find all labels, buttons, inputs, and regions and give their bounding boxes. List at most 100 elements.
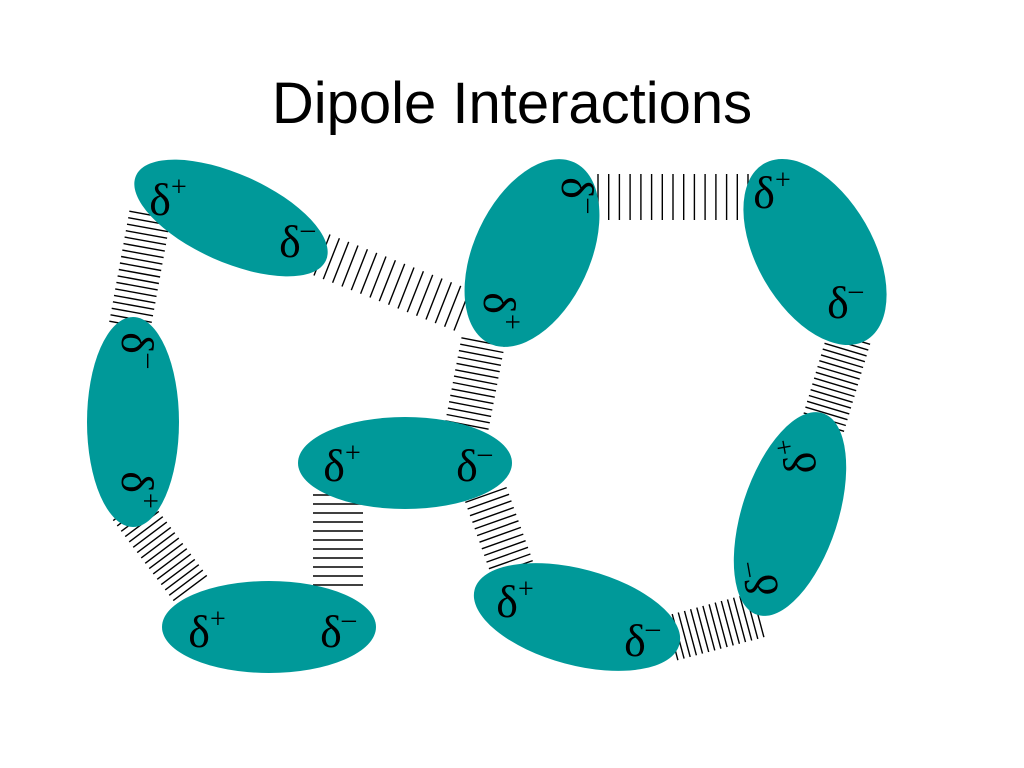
- bond-line: [168, 569, 204, 596]
- bond-top-left-to-left: [109, 210, 171, 330]
- bond-top-left-to-top-center: [313, 234, 471, 331]
- bond-line: [732, 597, 747, 643]
- bond-line: [122, 249, 164, 259]
- bond-line: [458, 349, 503, 360]
- bond-top-right-to-right: [801, 331, 871, 432]
- bond-line: [118, 268, 161, 278]
- partial-charge-label: δ–: [624, 613, 661, 665]
- bond-line: [456, 362, 500, 373]
- bond-line: [378, 259, 397, 302]
- bond-line: [397, 267, 415, 309]
- partial-charge-label: δ+: [188, 604, 225, 656]
- bond-center-to-bottom-left: [313, 494, 363, 586]
- bond-line: [132, 521, 168, 548]
- bond-line: [474, 513, 517, 530]
- bond-line: [123, 242, 165, 252]
- bond-line: [111, 307, 154, 317]
- bond-line: [160, 558, 196, 586]
- bond-line: [452, 381, 497, 392]
- bond-line: [806, 400, 850, 415]
- bond-line: [467, 493, 510, 510]
- bond-line: [116, 281, 158, 291]
- bond-line: [115, 288, 157, 298]
- bond-line: [460, 343, 504, 354]
- bond-line: [812, 383, 855, 398]
- bond-line: [820, 354, 864, 369]
- molecule-ellipse: [162, 581, 376, 673]
- molecule-center: δ+ δ–: [298, 417, 512, 509]
- partial-charge-label: δ+: [496, 574, 533, 626]
- bond-line: [469, 500, 512, 517]
- bond-top-center-to-top-right: [597, 174, 749, 220]
- bond-line: [172, 574, 208, 602]
- bond-line: [415, 274, 434, 317]
- bond-line: [465, 486, 507, 504]
- bond-line: [450, 394, 494, 405]
- bond-line: [805, 406, 848, 421]
- bond-line: [387, 263, 406, 306]
- bond-line: [113, 294, 156, 304]
- molecule-right: δ+δ–: [731, 412, 847, 616]
- bond-line: [696, 607, 710, 653]
- partial-charge-label: δ+: [753, 165, 790, 217]
- bond-line: [341, 245, 359, 287]
- bond-line: [457, 356, 502, 366]
- bond-line: [359, 252, 378, 295]
- bond-line: [117, 275, 160, 285]
- bond-line: [124, 236, 167, 246]
- partial-charge-label: δ–: [552, 177, 604, 214]
- bond-line: [119, 262, 162, 272]
- bond-line: [322, 237, 341, 280]
- bond-line: [702, 605, 716, 651]
- bond-center-to-bottom-center: [465, 486, 533, 577]
- bond-line: [689, 609, 704, 654]
- molecule-ellipse: [134, 159, 328, 277]
- bond-line: [406, 270, 425, 313]
- molecule-bottom-left: δ+ δ–: [162, 581, 376, 673]
- page-title: Dipole Interactions: [271, 71, 753, 136]
- partial-charge-label: δ+: [323, 438, 360, 490]
- bond-line: [683, 610, 698, 656]
- bond-line: [331, 241, 350, 284]
- bond-line: [472, 506, 515, 523]
- bond-line: [824, 342, 867, 357]
- bond-line: [128, 516, 164, 543]
- bond-line: [822, 348, 866, 363]
- bond-line: [817, 365, 860, 380]
- bond-line: [720, 600, 734, 646]
- bond-line: [448, 401, 493, 411]
- bond-line: [152, 548, 188, 575]
- bond-line: [350, 248, 369, 291]
- partial-charge-label: δ+: [112, 471, 164, 508]
- bond-line: [481, 533, 524, 550]
- bond-line: [136, 526, 172, 554]
- bond-line: [726, 599, 741, 644]
- molecule-bottom-center: δ+ δ–: [473, 563, 681, 671]
- molecule-ellipse: [87, 317, 179, 527]
- bond-line: [447, 407, 492, 418]
- bond-line: [125, 230, 168, 239]
- bond-line: [112, 301, 155, 310]
- molecule-left: δ–δ+: [87, 317, 179, 527]
- partial-charge-label: δ–: [456, 438, 493, 490]
- bond-line: [425, 278, 443, 320]
- molecule-ellipse: [743, 159, 887, 345]
- bond-line: [483, 540, 526, 557]
- bond-line: [479, 526, 522, 543]
- molecules: δ+δ–δ–δ+δ+δ–δ–δ+δ+δ–δ+δ–δ+δ–δ+δ–: [87, 159, 887, 673]
- bond-line: [455, 369, 499, 379]
- bond-line: [126, 223, 169, 233]
- bond-line: [453, 375, 498, 386]
- bond-line: [144, 537, 180, 564]
- partial-charge-label: δ–: [320, 604, 357, 656]
- bond-line: [164, 564, 200, 591]
- partial-charge-label: δ–: [731, 556, 789, 601]
- bond-line: [815, 371, 859, 386]
- partial-charge-label: δ–: [827, 275, 864, 327]
- molecule-ellipse: [298, 417, 512, 509]
- bond-line: [810, 389, 853, 403]
- bond-line: [476, 520, 519, 537]
- molecule-ellipse: [473, 563, 681, 671]
